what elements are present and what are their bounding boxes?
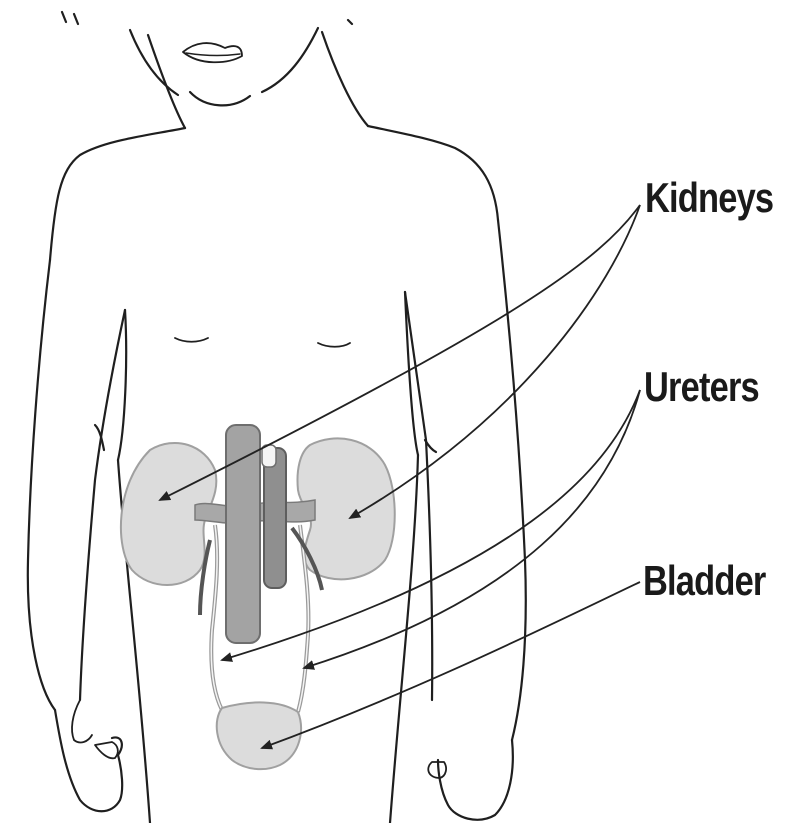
left-hand: [55, 710, 122, 811]
right-shoulder: [368, 126, 498, 220]
left-ureter-inner: [211, 525, 222, 710]
kidneys-label: Kidneys: [645, 177, 773, 219]
mouth-line: [186, 53, 240, 55]
left-thumb: [95, 742, 118, 758]
right-hand: [438, 740, 513, 820]
body-outline: [28, 12, 526, 823]
hair-mark: [62, 12, 352, 24]
bladder-organ: [217, 702, 301, 769]
mouth: [183, 43, 242, 62]
bladder-label: Bladder: [643, 560, 765, 602]
face-left-edge: [130, 30, 178, 95]
neck-left: [148, 35, 185, 128]
chin: [190, 92, 250, 105]
vessel-top: [262, 445, 276, 467]
vena-cava: [264, 448, 286, 588]
right-arm-outer: [498, 220, 526, 740]
left-shoulder: [50, 128, 185, 260]
urinary-organs: [121, 425, 395, 769]
left-hand-finger: [72, 700, 92, 742]
left-arm-outer: [28, 260, 55, 710]
face-right-edge: [262, 28, 318, 92]
neck-right: [322, 32, 368, 126]
ureters-label: Ureters: [644, 366, 759, 408]
nipple-right: [318, 343, 350, 347]
nipple-left: [175, 338, 208, 342]
left-arm-inner: [80, 310, 125, 700]
